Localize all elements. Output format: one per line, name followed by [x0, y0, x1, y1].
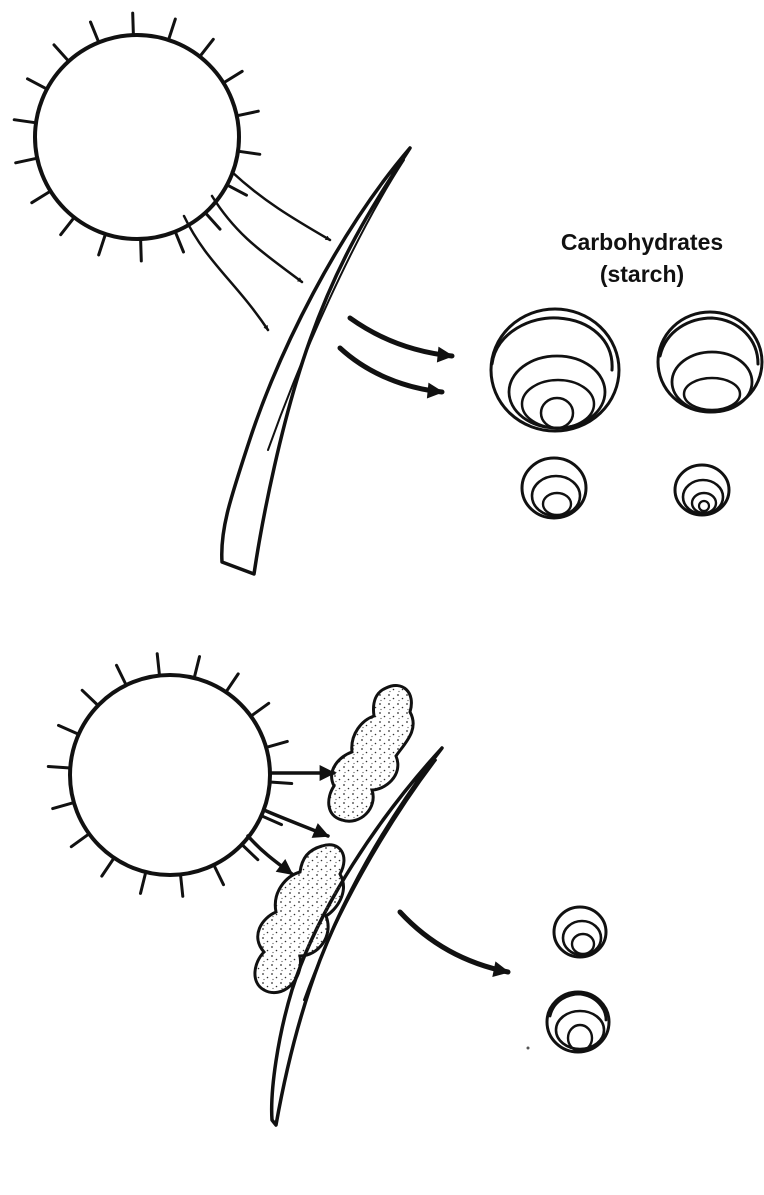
sun-ray: [224, 71, 243, 83]
sun-icon: [14, 13, 260, 261]
starch-granule-icon: [675, 465, 729, 515]
starch-granule-icon: [522, 458, 586, 518]
sun-ray: [251, 703, 269, 716]
sun-ray: [237, 111, 258, 116]
starch-granule-icon: [547, 992, 609, 1052]
sun-ray: [32, 191, 51, 203]
sun-ray: [133, 13, 134, 35]
sun-ray: [181, 875, 183, 897]
sun-ray: [99, 234, 106, 255]
sun-ray: [54, 45, 69, 61]
sun-icon: [48, 654, 291, 897]
cloud-icon: [255, 845, 344, 993]
sun-ray: [102, 858, 114, 876]
sun-ray: [175, 232, 183, 252]
sun-ray: [157, 654, 159, 676]
sun-ray: [227, 185, 246, 195]
sun-ray: [194, 657, 199, 678]
sun-ray: [91, 22, 99, 42]
sun-ray: [200, 39, 214, 56]
leaf-icon: [222, 148, 410, 574]
sun-ray: [117, 665, 127, 685]
starch-granule-icon: [554, 907, 606, 957]
sun-ray: [141, 239, 142, 261]
sun-ray: [270, 782, 292, 784]
sun-ray: [61, 217, 74, 234]
top-panel: [14, 13, 762, 574]
sun-ray: [28, 79, 47, 89]
sun-ray: [266, 741, 287, 747]
sun-ray: [53, 803, 74, 809]
starch-granule-icon: [491, 309, 619, 431]
product-arrows: [400, 912, 508, 972]
starch-granule-icon: [658, 312, 762, 412]
sun-ray: [226, 674, 238, 692]
bottom-panel: [48, 654, 609, 1125]
sun-ray: [82, 690, 98, 705]
sun-ray: [14, 120, 36, 123]
sun-ray: [242, 845, 258, 860]
product-arrows: [340, 318, 452, 392]
sun-ray: [214, 865, 224, 885]
speck: [527, 1047, 530, 1050]
sun-ray: [59, 725, 79, 734]
sun-ray: [141, 872, 146, 893]
sun-ray: [71, 834, 89, 847]
sun-ray: [48, 767, 70, 769]
sun-ray: [205, 213, 220, 229]
sun-ray: [169, 19, 176, 40]
sun-ray: [238, 151, 260, 154]
cloud-icon: [329, 685, 413, 821]
sun-ray: [16, 158, 38, 163]
